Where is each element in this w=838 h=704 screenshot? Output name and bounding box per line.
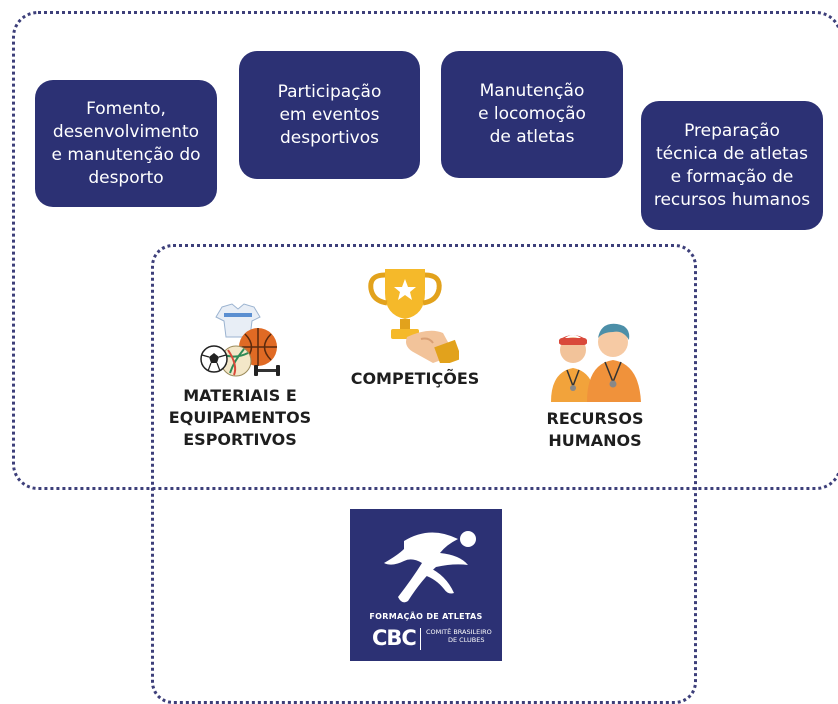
card-manutencao: Manutenção e locomoção de atletas [441,51,623,178]
card-preparacao-text: Preparação técnica de atletas e formação… [653,120,811,210]
card-participacao: Participação em eventos desportivos [239,51,420,179]
outer-dotted-frame [12,11,838,490]
staff-people-icon [551,323,641,402]
category-competicoes-label: COMPETIÇÕES [350,369,480,388]
card-fomento: Fomento, desenvolvimento e manutenção do… [35,80,217,207]
category-materiais-label: MATERIAIS E EQUIPAMENTOS ESPORTIVOS [168,386,312,449]
runner-logo-icon [384,531,476,603]
logo-org-line2: DE CLUBES [448,636,485,644]
logo-org: COMITÊ BRASILEIRO DE CLUBES [426,628,492,644]
formacao-atletas-logo: FORMAÇÃO DE ATLETAS CBC COMITÊ BRASILEIR… [350,509,502,661]
logo-caption: FORMAÇÃO DE ATLETAS [369,612,483,621]
logo-brand: CBC [372,626,417,650]
logo-org-line1: COMITÊ BRASILEIRO [426,628,492,636]
card-preparacao: Preparação técnica de atletas e formação… [641,101,823,230]
trophy-icon [368,269,459,363]
card-participacao-text: Participação em eventos desportivos [277,81,382,148]
logo-divider [420,628,421,650]
card-manutencao-text: Manutenção e locomoção de atletas [478,81,586,147]
category-recursos-label: RECURSOS HUMANOS [546,409,644,450]
sports-equipment-icon [200,303,280,377]
card-fomento-text: Fomento, desenvolvimento e manutenção do… [51,98,201,188]
